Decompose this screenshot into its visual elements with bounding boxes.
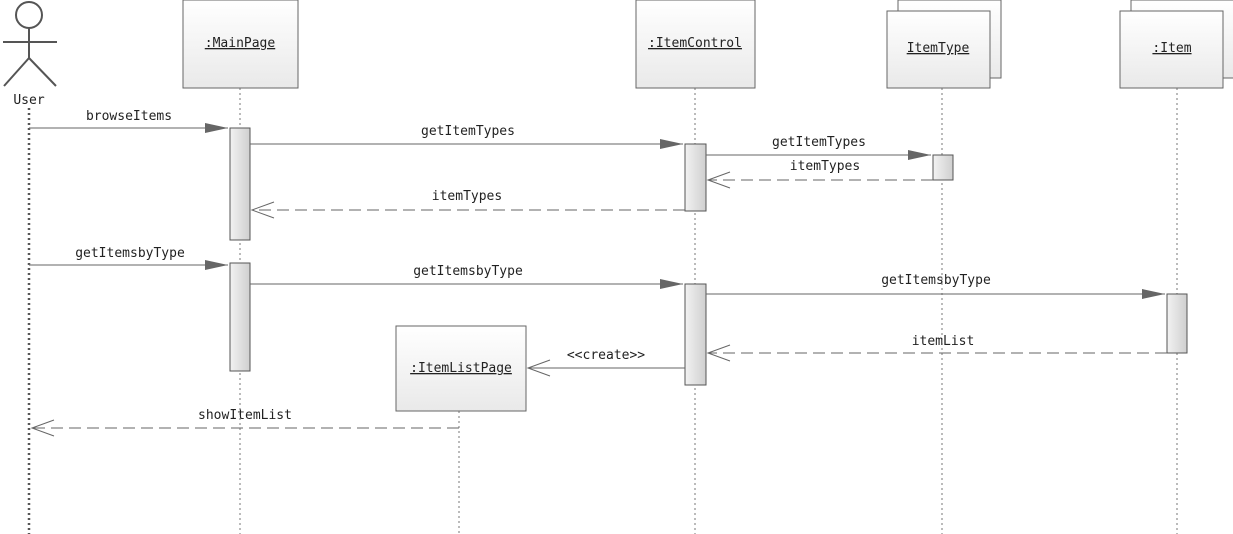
item-list-page-box xyxy=(395,325,527,412)
message-create-label: <<create>> xyxy=(567,348,645,363)
message-get-item-types-1: getItemTypes xyxy=(250,124,683,149)
activation-item-type xyxy=(932,154,954,181)
message-show-item-list: showItemList xyxy=(30,408,459,437)
message-browse-items-label: browseItems xyxy=(86,109,172,124)
message-item-types-return-2-label: itemTypes xyxy=(432,189,502,204)
item-list-page-label: :ItemListPage xyxy=(410,361,512,376)
actor-user xyxy=(3,1,57,87)
item-control-label: :ItemControl xyxy=(648,36,742,51)
actor-head xyxy=(15,1,43,29)
activation-main-page-2 xyxy=(229,262,251,372)
message-item-types-return-2: itemTypes xyxy=(250,189,685,219)
item-control-box xyxy=(635,0,756,89)
message-browse-items: browseItems xyxy=(29,109,228,133)
message-item-types-return-1-label: itemTypes xyxy=(790,159,860,174)
message-item-types-return-1: itemTypes xyxy=(706,159,933,189)
message-get-items-by-type-2-label: getItemsbyType xyxy=(413,264,523,279)
item-label: :Item xyxy=(1152,41,1191,56)
activation-item-control-2 xyxy=(684,283,707,386)
actor-right-leg xyxy=(28,57,57,87)
main-page-box xyxy=(182,0,299,89)
message-get-items-by-type-3-label: getItemsbyType xyxy=(881,273,991,288)
message-get-item-types-2-label: getItemTypes xyxy=(772,135,866,150)
message-get-items-by-type-1: getItemsbyType xyxy=(29,246,228,270)
message-show-item-list-label: showItemList xyxy=(198,408,292,423)
message-get-item-types-1-label: getItemTypes xyxy=(421,124,515,139)
actor-left-leg xyxy=(3,57,30,87)
message-get-items-by-type-1-label: getItemsbyType xyxy=(75,246,185,261)
item-type-label: ItemType xyxy=(907,41,970,56)
activation-main-page-1 xyxy=(229,127,251,241)
message-item-list-return-label: itemList xyxy=(912,334,975,349)
actor-label: User xyxy=(13,93,44,108)
main-page-label: :MainPage xyxy=(205,36,276,51)
activation-item-control-1 xyxy=(684,143,707,212)
item-box xyxy=(1119,10,1224,89)
message-get-item-types-2: getItemTypes xyxy=(706,135,931,160)
message-create: <<create>> xyxy=(526,348,685,377)
activation-item xyxy=(1166,293,1188,354)
message-item-list-return: itemList xyxy=(706,334,1167,362)
item-type-box xyxy=(886,10,991,89)
message-get-items-by-type-3: getItemsbyType xyxy=(706,273,1165,299)
message-get-items-by-type-2: getItemsbyType xyxy=(250,264,683,289)
